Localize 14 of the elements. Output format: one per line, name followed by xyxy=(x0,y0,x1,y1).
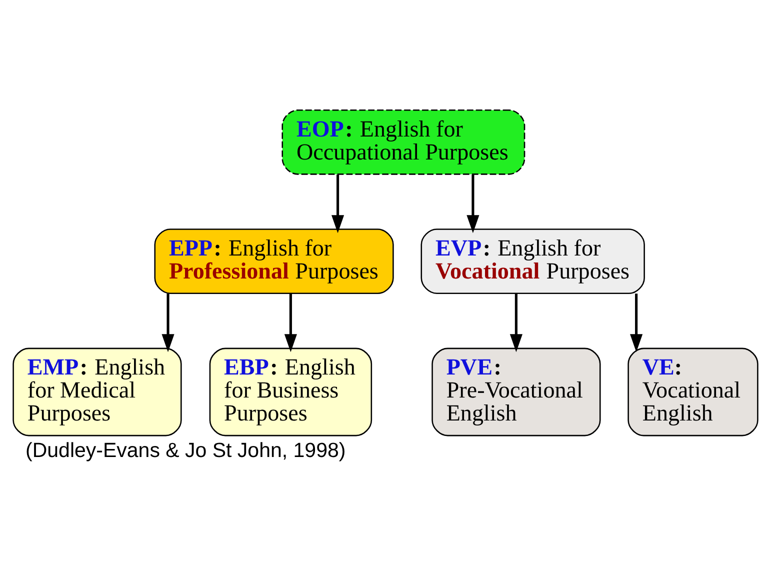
caption: (Dudley-Evans & Jo St John, 1998) xyxy=(26,438,346,462)
node-box: EBP: English for Business Purposes xyxy=(209,347,372,436)
node-box: EOP: English for Occupational Purposes xyxy=(282,108,526,174)
arrow xyxy=(466,174,480,233)
node-box: VE: Vocational English xyxy=(628,347,758,436)
node-box: EVP: English for Vocational Purposes xyxy=(420,228,645,294)
arrow xyxy=(630,293,643,352)
arrow xyxy=(284,293,297,352)
node-box: EMP: English for Medical Purposes xyxy=(12,347,182,436)
arrow xyxy=(510,293,522,352)
node-box: EPP: English for Professional Purposes xyxy=(154,228,394,294)
arrow xyxy=(331,174,344,233)
arrow xyxy=(162,293,174,352)
node-box: PVE: Pre-Vocational English xyxy=(432,347,601,436)
